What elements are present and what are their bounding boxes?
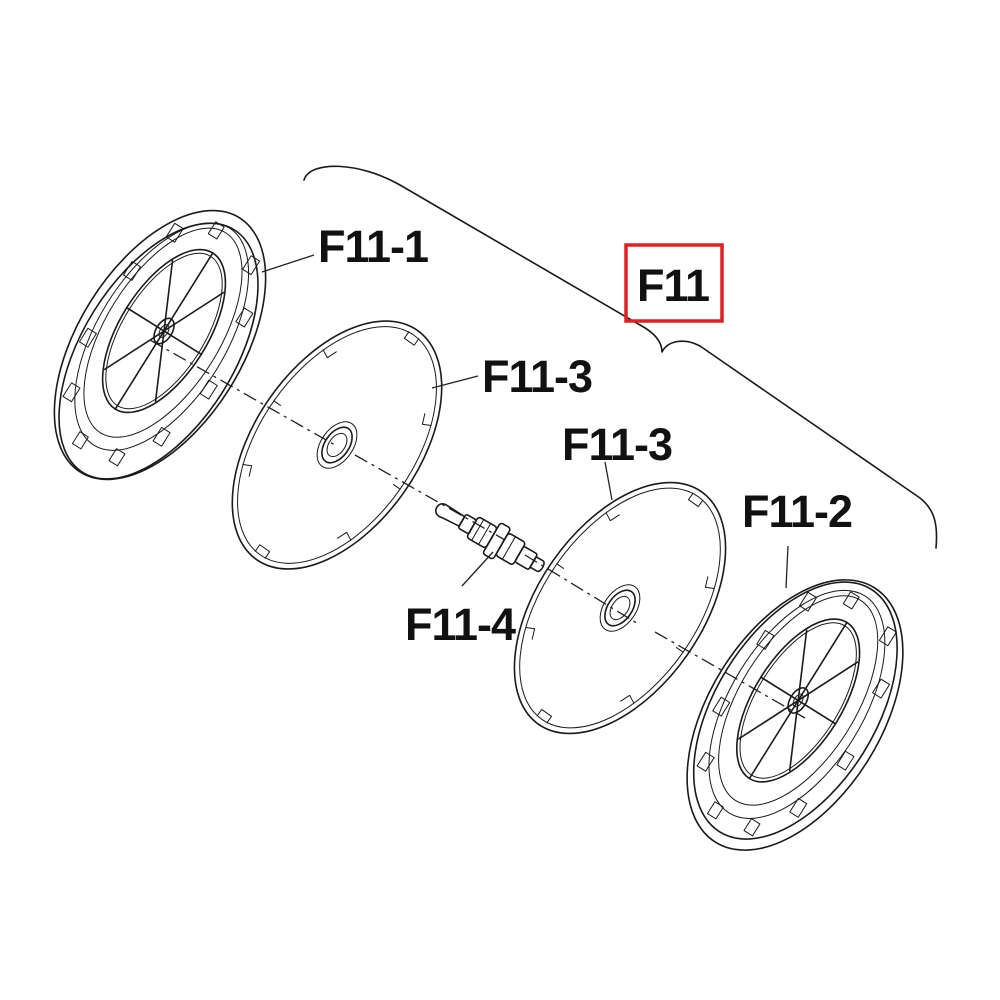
leader-center-valve: [461, 551, 494, 587]
part-label-rear-cover: F11-2: [742, 486, 852, 537]
leader-gasket-right: [604, 461, 613, 501]
leader-front-cover: [261, 254, 315, 273]
gasket-left-part: [231, 320, 443, 570]
assembly-highlight-box: [624, 243, 724, 323]
assembly-bracket: [303, 165, 938, 549]
rear-cover-part: [686, 579, 904, 851]
leader-rear-cover: [785, 545, 789, 589]
front-cover-part: [53, 209, 267, 481]
gasket-right-part: [513, 481, 727, 735]
part-label-front-cover: F11-1: [318, 221, 428, 272]
leader-gasket-left: [431, 375, 479, 389]
assembly-code-label: F11: [637, 260, 709, 311]
assembly-axis: [149, 339, 806, 719]
part-label-center-valve: F11-4: [405, 599, 516, 650]
center-valve-part: [435, 502, 545, 573]
part-label-gasket-right: F11-3: [562, 419, 672, 470]
part-label-gasket-left: F11-3: [482, 351, 592, 402]
